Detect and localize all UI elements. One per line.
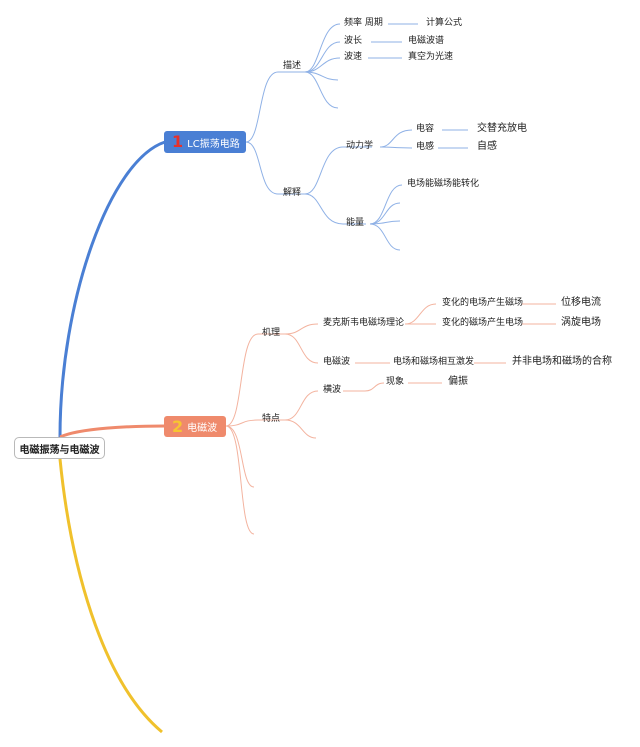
branch1-label: LC振荡电路 (187, 138, 240, 150)
node-maxwell-theory[interactable]: 麦克斯韦电磁场理论 (323, 318, 405, 328)
node-energy-conversion[interactable]: 电场能磁场能转化 (407, 179, 480, 189)
node-mechanism[interactable]: 机理 (262, 328, 281, 338)
branch1-connector (58, 140, 166, 438)
branch1-subconnectors (245, 23, 468, 251)
node-frequency-period[interactable]: 频率 周期 (344, 18, 383, 28)
node-transverse-wave[interactable]: 横波 (323, 385, 342, 395)
branch2-number-badge: 2 (172, 416, 184, 436)
branch2-connector (59, 424, 166, 439)
node-wavelength[interactable]: 波长 (344, 36, 363, 46)
node-vacuum-light-speed[interactable]: 真空为光速 (408, 52, 454, 62)
node-inductor[interactable]: 电感 (416, 142, 435, 152)
node-self-induction[interactable]: 自感 (477, 141, 497, 152)
node-em-wave[interactable]: 电磁波 (323, 357, 351, 367)
node-explain[interactable]: 解释 (283, 188, 302, 198)
node-polarization[interactable]: 偏振 (448, 376, 468, 387)
node-wave-speed[interactable]: 波速 (344, 52, 363, 62)
node-charge-discharge[interactable]: 交替充放电 (477, 123, 527, 134)
node-changing-e-field[interactable]: 变化的电场产生磁场 (442, 298, 524, 308)
branch1-number-badge: 1 (172, 132, 184, 151)
branch2-label: 电磁波 (187, 423, 218, 434)
branch-lc-circuit[interactable]: 1 LC振荡电路 (164, 131, 246, 153)
root-topic[interactable]: 电磁振荡与电磁波 (14, 437, 105, 459)
node-not-combination[interactable]: 并非电场和磁场的合称 (512, 356, 612, 367)
node-changing-b-field[interactable]: 变化的磁场产生电场 (442, 318, 524, 328)
node-em-spectrum[interactable]: 电磁波谱 (408, 36, 445, 46)
node-capacitor[interactable]: 电容 (416, 124, 435, 134)
node-describe[interactable]: 描述 (283, 61, 302, 71)
root-topic-label: 电磁振荡与电磁波 (19, 444, 100, 456)
node-displacement-current[interactable]: 位移电流 (561, 297, 601, 308)
branch3-connector (58, 458, 163, 734)
node-mutual-excitation[interactable]: 电场和磁场相互激发 (393, 357, 475, 367)
node-features[interactable]: 特点 (262, 414, 281, 424)
node-vortex-field[interactable]: 涡旋电场 (561, 317, 601, 328)
node-phenomenon[interactable]: 现象 (386, 377, 405, 387)
node-formula[interactable]: 计算公式 (426, 18, 463, 28)
node-energy[interactable]: 能量 (346, 218, 365, 228)
node-dynamics[interactable]: 动力学 (346, 141, 374, 151)
branch2-subconnectors (225, 303, 556, 535)
branch-em-wave[interactable]: 2 电磁波 (164, 416, 226, 437)
